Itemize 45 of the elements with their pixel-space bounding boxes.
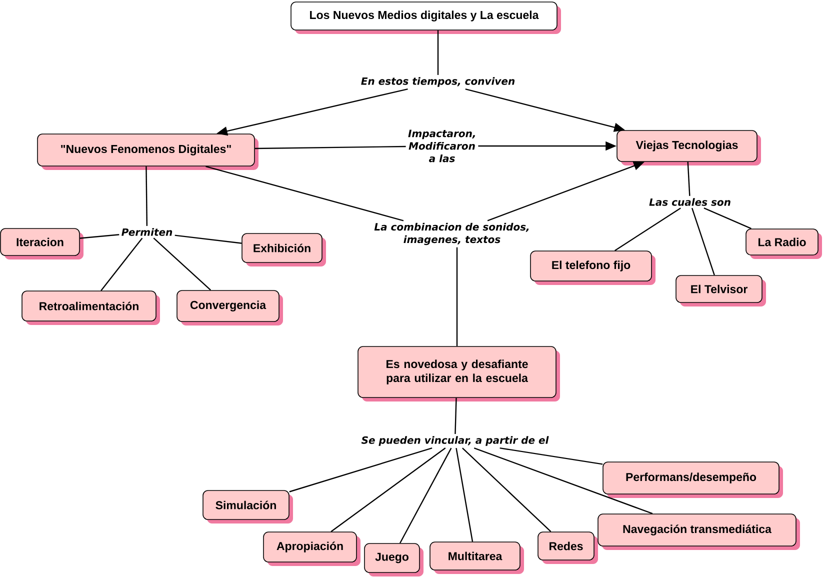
connector-line — [289, 447, 432, 492]
linking-phrase: Las cuales son — [649, 198, 730, 206]
connector-line — [437, 30, 439, 75]
concept-box: Navegación transmediática — [598, 514, 800, 550]
concept-box: Juego — [364, 543, 424, 576]
connector-line — [456, 448, 474, 542]
connector-line — [691, 208, 715, 276]
connector-line — [474, 447, 653, 514]
connector-line — [80, 234, 120, 239]
connector-line — [704, 208, 752, 230]
connector-line — [100, 238, 143, 291]
connector-line — [687, 162, 690, 196]
concept-box: Apropiación — [263, 532, 360, 566]
concept-box: La Radio — [746, 228, 822, 259]
concept-box: Performans/desempeño — [602, 462, 783, 498]
concept-box: Convergencia — [176, 290, 283, 326]
connector-line — [174, 234, 242, 244]
concept-box: Los Nuevos Medios digitales y La escuela — [290, 2, 561, 34]
concept-box: Exhibición — [242, 233, 326, 266]
connector-line — [500, 447, 603, 465]
connector-line — [454, 398, 457, 434]
linking-phrase: Permiten — [122, 228, 172, 236]
connector-line — [146, 166, 148, 226]
connector-line — [462, 448, 552, 532]
linking-phrase: Impactaron, Modificaron a las — [408, 130, 475, 162]
connector-line — [400, 448, 452, 544]
concept-box: Multitarea — [430, 542, 524, 574]
linking-phrase: En estos tiempos, conviven — [361, 77, 515, 87]
linking-phrase: Se pueden vincular, a partir de el — [361, 436, 549, 446]
concept-box: El Telvisor — [676, 275, 766, 306]
concept-box: Iteracion — [0, 228, 84, 260]
concept-box: Es novedosa y desafiante para utilizar en la escuela — [358, 346, 560, 402]
connector-line — [153, 238, 212, 291]
connector-line — [456, 247, 458, 346]
connector-line — [206, 166, 404, 222]
connector-line — [330, 448, 446, 532]
connector-line — [254, 146, 406, 150]
concept-box: Viejas Tecnologias — [616, 130, 761, 166]
concept-box: Redes — [538, 532, 598, 564]
concept-box: Retroalimentación — [22, 290, 160, 325]
connector-line — [614, 208, 681, 252]
concept-box: "Nuevos Fenomenos Digitales" — [37, 134, 258, 170]
linking-phrase: La combinacion de sonidos, imagenes, textos — [374, 222, 529, 246]
concept-box: Simulación — [202, 490, 293, 524]
concept-box: El telefono fijo — [530, 250, 656, 285]
